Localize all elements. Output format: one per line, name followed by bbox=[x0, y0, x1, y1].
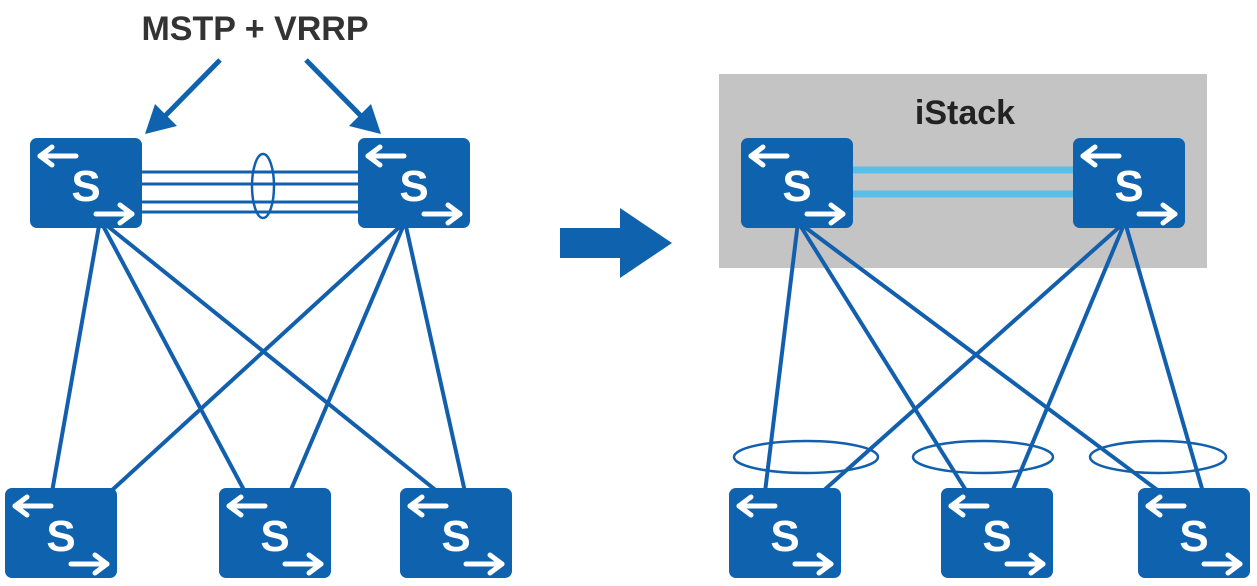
switch-letter: S bbox=[260, 512, 289, 561]
right-arrow-icon bbox=[560, 208, 672, 278]
label-pointer-left-icon bbox=[145, 58, 222, 134]
left-top-switch-1: S bbox=[30, 138, 142, 228]
left-uplinks bbox=[50, 218, 467, 494]
link-aggregation-ellipse bbox=[732, 439, 880, 475]
istack-links bbox=[852, 166, 1074, 198]
right-uplinks bbox=[763, 220, 1205, 494]
left-top-switch-2: S bbox=[358, 138, 470, 228]
left-core-links bbox=[140, 152, 360, 220]
mstp-vrrp-label: MSTP + VRRP bbox=[141, 10, 368, 48]
switch-letter: S bbox=[782, 162, 811, 211]
switch-letter: S bbox=[71, 162, 100, 211]
left-access-switch-2: S bbox=[219, 488, 331, 578]
right-access-switch-2: S bbox=[941, 488, 1053, 578]
istack-label: iStack bbox=[915, 94, 1015, 132]
left-access-switch-3: S bbox=[400, 488, 512, 578]
right-access-switch-1: S bbox=[729, 488, 841, 578]
switch-letter: S bbox=[441, 512, 470, 561]
left-access-switch-1: S bbox=[5, 488, 117, 578]
istack-member-switch-2: S bbox=[1073, 138, 1185, 228]
switch-letter: S bbox=[1179, 512, 1208, 561]
link-aggregation-ellipse bbox=[250, 152, 276, 220]
switch-letter: S bbox=[1114, 162, 1143, 211]
switch-letter: S bbox=[399, 162, 428, 211]
istack-member-switch-1: S bbox=[741, 138, 853, 228]
switch-letter: S bbox=[982, 512, 1011, 561]
link-aggregation-ellipse bbox=[911, 439, 1055, 475]
label-pointer-right-icon bbox=[304, 58, 381, 134]
right-access-switch-3: S bbox=[1138, 488, 1250, 578]
switch-letter: S bbox=[770, 512, 799, 561]
link-aggregation-ellipse bbox=[1088, 439, 1228, 475]
switch-letter: S bbox=[46, 512, 75, 561]
